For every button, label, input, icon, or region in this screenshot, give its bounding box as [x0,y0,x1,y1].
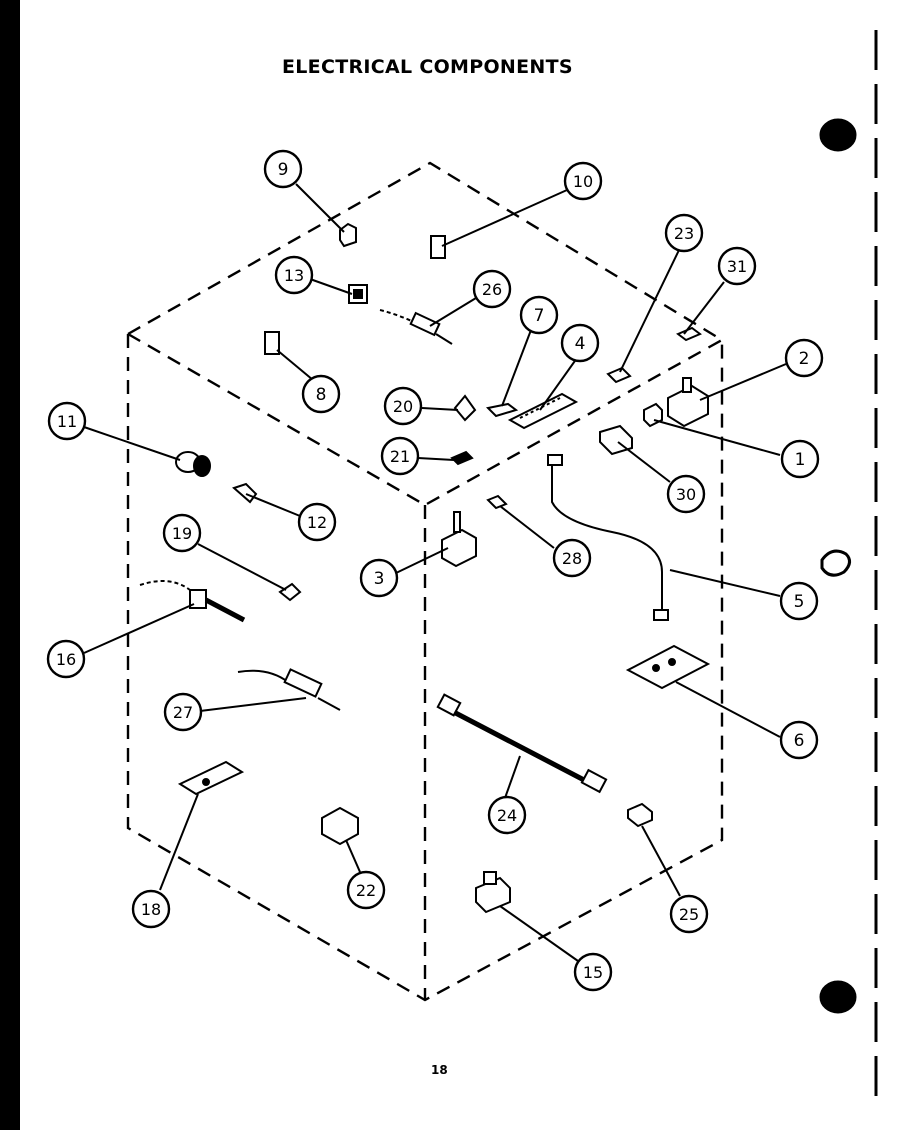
callout-6: 6 [779,720,819,760]
svg-text:25: 25 [679,905,699,924]
svg-text:31: 31 [727,257,747,276]
svg-text:19: 19 [172,524,192,543]
part-6-circuit-board-icon [625,644,711,690]
part-18-circuit-board-icon [177,760,245,796]
svg-text:13: 13 [284,266,304,285]
callout-16: 16 [46,639,86,679]
svg-text:8: 8 [316,385,327,405]
svg-text:9: 9 [278,160,289,180]
svg-text:15: 15 [583,963,603,982]
svg-text:21: 21 [390,447,410,466]
callout-27: 27 [163,692,203,732]
part-19-clip-icon [278,582,302,602]
svg-text:6: 6 [794,731,805,751]
dashed-cabinet-outline [126,161,724,1002]
callout-9: 9 [263,149,303,189]
callout-4: 4 [560,323,600,363]
svg-text:27: 27 [173,703,193,722]
part-16-probe-icon [139,580,246,623]
part-2-transformer-icon [667,377,709,428]
svg-text:7: 7 [534,306,545,326]
callout-20: 20 [383,386,423,426]
callout-28: 28 [552,538,592,578]
svg-text:2: 2 [799,349,810,369]
part-1-switch-icon [643,402,663,428]
part-22-fuse-icon [321,806,359,846]
callout-25: 25 [669,894,709,934]
svg-text:26: 26 [482,280,502,299]
part-9-clip-icon [339,222,357,248]
callout-13: 13 [274,255,314,295]
component-sketches [139,222,711,914]
callout-22: 22 [346,870,386,910]
callout-23: 23 [664,213,704,253]
part-28-connector-icon [486,494,508,510]
callout-10: 10 [563,161,603,201]
callout-15: 15 [573,952,613,992]
callout-1: 1 [780,439,820,479]
svg-text:4: 4 [575,334,586,354]
leader-lines [83,183,787,962]
part-24-wire-harness-icon [436,693,608,794]
paper-sheet [20,0,912,1130]
svg-text:18: 18 [141,900,161,919]
svg-text:22: 22 [356,881,376,900]
part-27-sensor-icon [237,668,341,711]
part-12-bulb-icon [232,482,258,504]
part-31-connector-icon [676,326,702,342]
callout-26: 26 [472,269,512,309]
callout-2: 2 [784,338,824,378]
svg-text:3: 3 [374,569,385,589]
svg-text:23: 23 [674,224,694,243]
callout-12: 12 [297,502,337,542]
part-15-capacitor-icon [475,871,511,914]
part-21-bracket-icon [450,450,474,466]
svg-text:1: 1 [795,450,806,470]
callout-11: 11 [47,401,87,441]
part-4-display-board-icon [507,392,579,430]
callout-30: 30 [666,474,706,514]
callout-18: 18 [131,889,171,929]
part-5-wire-harness-icon [547,454,669,621]
svg-text:24: 24 [497,806,517,825]
svg-text:5: 5 [794,592,805,612]
part-10-switch-icon [430,235,446,259]
svg-text:20: 20 [393,397,413,416]
callout-21: 21 [380,436,420,476]
page-title: ELECTRICAL COMPONENTS [282,56,573,78]
svg-text:10: 10 [573,172,593,191]
sheet-border-marks [0,30,878,1100]
svg-text:11: 11 [57,412,77,431]
svg-text:28: 28 [562,549,582,568]
svg-text:12: 12 [307,513,327,532]
callout-bubbles: 1 2 3 4 5 6 7 8 9 10 11 12 13 15 16 18 1… [46,149,824,992]
callout-19: 19 [162,513,202,553]
callout-7: 7 [519,295,559,335]
callout-31: 31 [717,246,757,286]
callout-5: 5 [779,581,819,621]
callout-8: 8 [301,374,341,414]
svg-text:16: 16 [56,650,76,669]
part-11-lamp-icon [175,451,211,477]
part-23-thermistor-icon [606,366,632,384]
callout-3: 3 [359,558,399,598]
part-3-switch-icon [441,511,477,568]
part-26-sensor-icon [379,309,453,345]
part-25-connector-icon [627,802,653,828]
callout-24: 24 [487,795,527,835]
part-20-relay-icon [453,394,477,422]
page-number: 18 [431,1063,448,1077]
svg-text:30: 30 [676,485,696,504]
part-8-switch-icon [264,331,280,355]
